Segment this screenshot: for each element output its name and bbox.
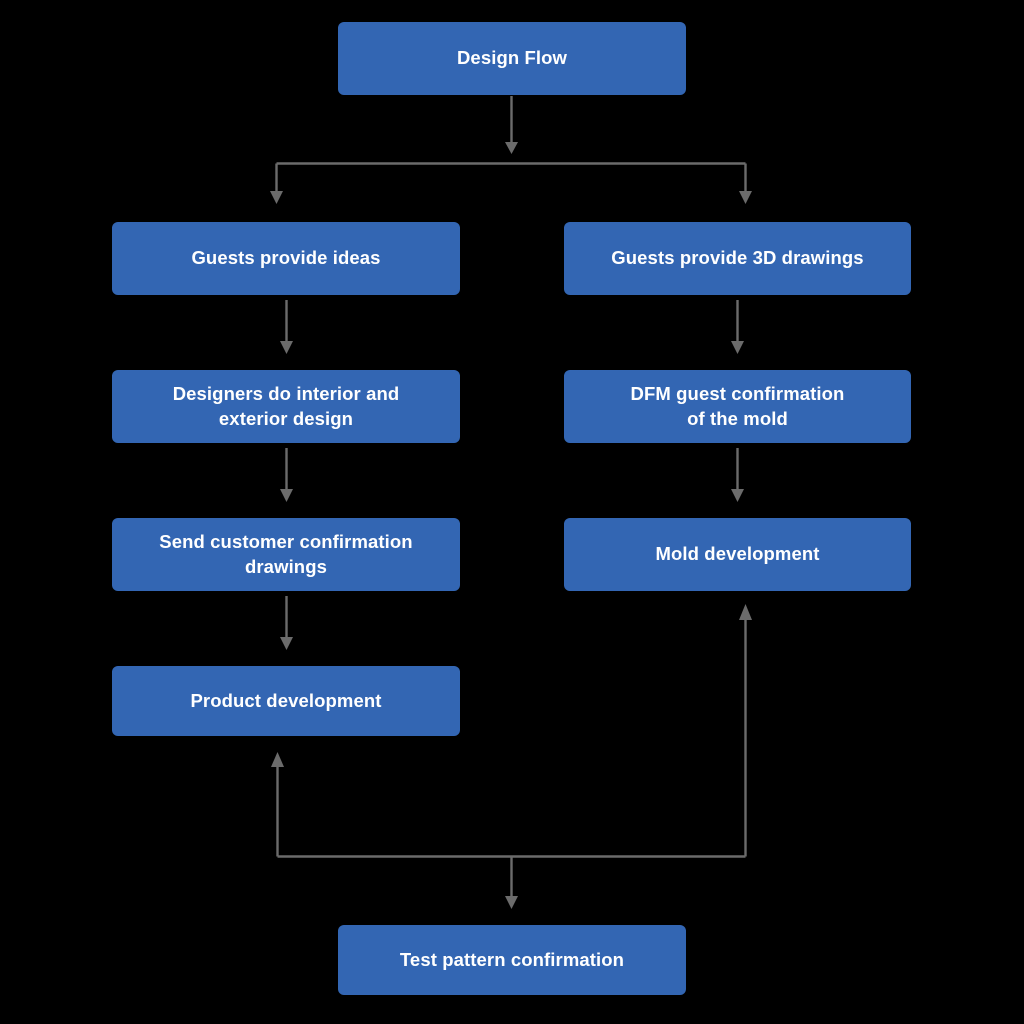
- node-designers-interior-exterior-design-label: Designers do interior and exterior desig…: [172, 382, 400, 429]
- node-product-development[interactable]: Product development: [112, 666, 460, 736]
- edge-guests-3d-to-dfm: [731, 300, 744, 354]
- node-designers-interior-exterior-design[interactable]: Designers do interior and exterior desig…: [112, 370, 460, 443]
- edge-send-drawings-to-product-dev: [280, 596, 293, 650]
- node-mold-development[interactable]: Mold development: [564, 518, 911, 591]
- edge-merge-bus: [271, 604, 752, 909]
- node-design-flow[interactable]: Design Flow: [338, 22, 686, 95]
- edge-dfm-to-mold-dev: [731, 448, 744, 502]
- node-guests-provide-ideas[interactable]: Guests provide ideas: [112, 222, 460, 295]
- node-test-pattern-confirmation[interactable]: Test pattern confirmation: [338, 925, 686, 995]
- edge-guests-ideas-to-designers: [280, 300, 293, 354]
- edge-designers-to-send-drawings: [280, 448, 293, 502]
- node-guests-provide-3d-drawings[interactable]: Guests provide 3D drawings: [564, 222, 911, 295]
- edge-design-flow-to-split: [505, 96, 518, 154]
- node-product-development-label: Product development: [190, 689, 382, 711]
- node-send-customer-confirmation-drawings[interactable]: Send customer confirmation drawings: [112, 518, 460, 591]
- node-mold-development-label: Mold development: [655, 543, 820, 565]
- node-dfm-guest-confirmation[interactable]: DFM guest confirmation of the mold: [564, 370, 911, 443]
- node-guests-provide-ideas-label: Guests provide ideas: [191, 247, 381, 269]
- node-dfm-guest-confirmation-label: DFM guest confirmation of the mold: [630, 382, 845, 429]
- node-send-customer-confirmation-drawings-label: Send customer confirmation drawings: [159, 530, 413, 577]
- node-design-flow-label: Design Flow: [456, 47, 568, 69]
- node-guests-provide-3d-drawings-label: Guests provide 3D drawings: [611, 247, 864, 269]
- edge-split-bus: [270, 162, 752, 204]
- node-test-pattern-confirmation-label: Test pattern confirmation: [399, 948, 625, 970]
